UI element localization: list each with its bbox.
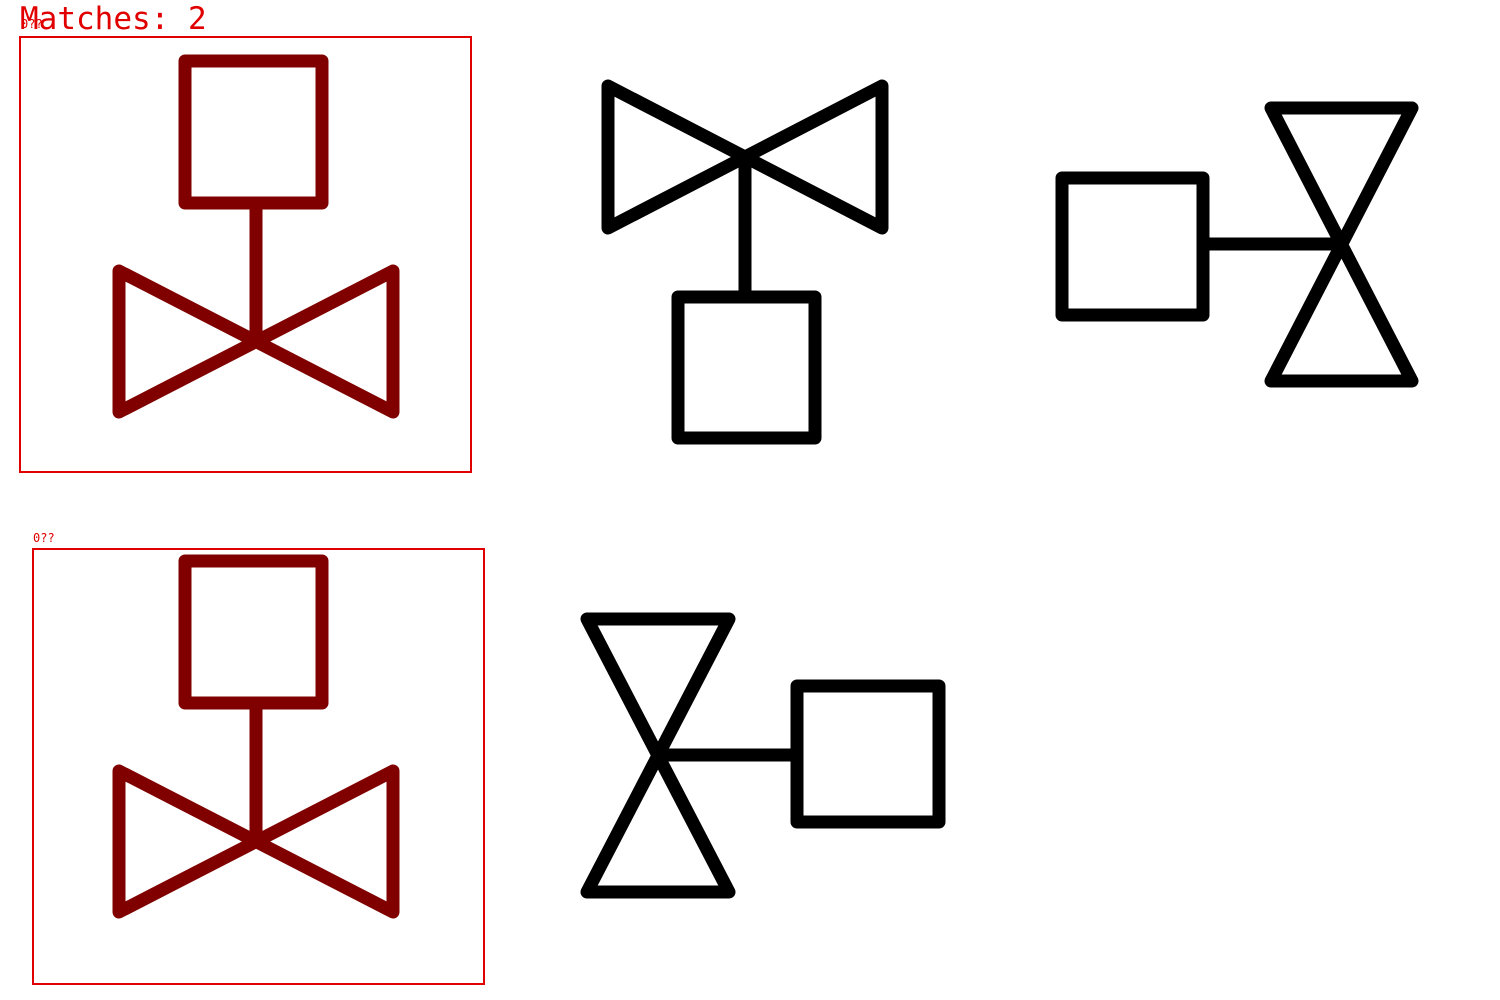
actuator-square — [178, 54, 329, 210]
valve-bowtie — [601, 79, 889, 235]
actuator-square — [1055, 171, 1210, 322]
valve-symbol-matched-top — [112, 54, 400, 419]
detection-box — [19, 36, 472, 473]
actuator-square — [790, 679, 946, 829]
valve-bowtie — [112, 264, 400, 419]
detection-label: 0?? — [33, 531, 55, 545]
actuator-square — [671, 290, 822, 445]
valve-bowtie — [1264, 101, 1419, 388]
valve-symbol-inverted — [601, 79, 889, 445]
valve-bowtie — [580, 612, 736, 899]
valve-symbol-rotated-right — [580, 612, 946, 899]
valve-bowtie — [112, 764, 400, 919]
detection-label: 0?? — [21, 17, 43, 31]
matches-count-label: Matches: 2 — [20, 1, 207, 37]
valve-symbol-rotated-left — [1055, 101, 1419, 388]
actuator-square — [178, 554, 329, 710]
valve-symbol-matched-bottom — [112, 554, 400, 919]
detection-box — [32, 548, 485, 985]
